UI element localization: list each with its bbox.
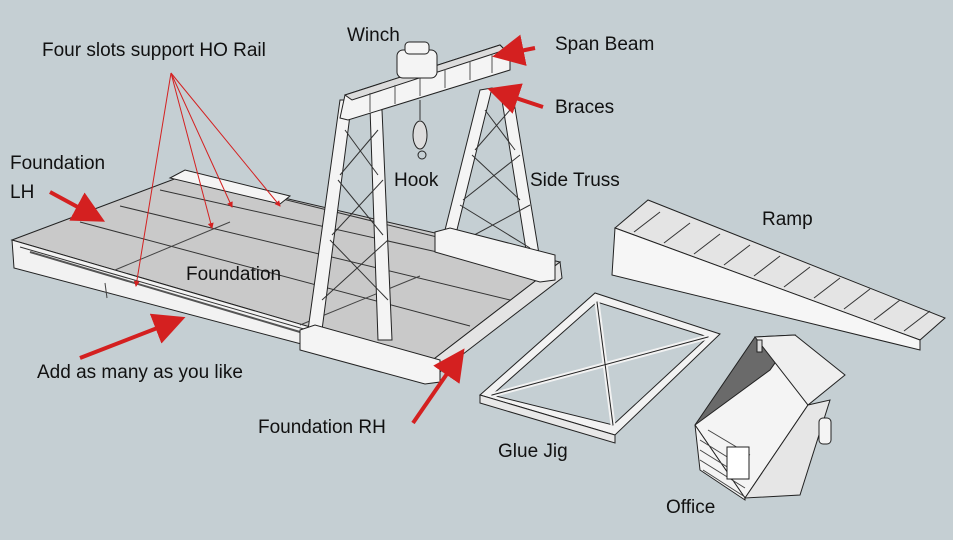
glue-jig — [478, 292, 721, 444]
span-beam-arrow — [492, 34, 536, 66]
slot-pointer-2 — [170, 72, 214, 229]
office-building — [694, 334, 846, 501]
label-side-truss: Side Truss — [530, 170, 620, 191]
label-glue-jig: Glue Jig — [498, 441, 568, 462]
right-truss-leg-outer — [439, 87, 493, 251]
hook-block — [412, 120, 428, 150]
slot-pointer-3 — [170, 72, 233, 208]
span-beam-stiffeners — [369, 54, 493, 112]
add-many-arrow — [79, 313, 186, 360]
label-foundation-lh-line1: Foundation — [10, 153, 106, 174]
label-ramp: Ramp — [762, 209, 813, 230]
hook — [417, 150, 427, 160]
label-add-many: Add as many as you like — [37, 362, 243, 383]
label-span-beam: Span Beam — [555, 34, 655, 55]
gantry-crane — [299, 41, 556, 385]
winch-top — [404, 41, 430, 55]
oil-tank — [818, 417, 832, 445]
label-office: Office — [666, 497, 716, 518]
slot-pointer-4 — [170, 72, 281, 207]
ramp-slats — [633, 211, 931, 332]
label-braces: Braces — [555, 97, 615, 118]
label-foundation-rh: Foundation RH — [258, 417, 386, 438]
label-foundation: Foundation — [186, 264, 282, 285]
label-foundation-lh-line2: LH — [10, 182, 35, 203]
office-window — [726, 446, 750, 480]
roof-light-side — [754, 334, 846, 406]
foundation-lh-arrow — [49, 190, 106, 222]
label-four-slots: Four slots support HO Rail — [42, 40, 266, 61]
foundation-rh-arrow — [411, 348, 465, 425]
slot-pointer-1 — [133, 72, 172, 287]
label-hook: Hook — [394, 170, 439, 191]
ramp — [611, 199, 946, 351]
foundation-platform — [10, 169, 563, 379]
label-winch: Winch — [347, 25, 400, 46]
left-truss-bracing — [321, 129, 389, 301]
annotation-arrows — [49, 34, 544, 425]
side-truss-base — [434, 227, 556, 283]
chimney — [756, 339, 763, 353]
braces-arrow — [487, 83, 544, 114]
